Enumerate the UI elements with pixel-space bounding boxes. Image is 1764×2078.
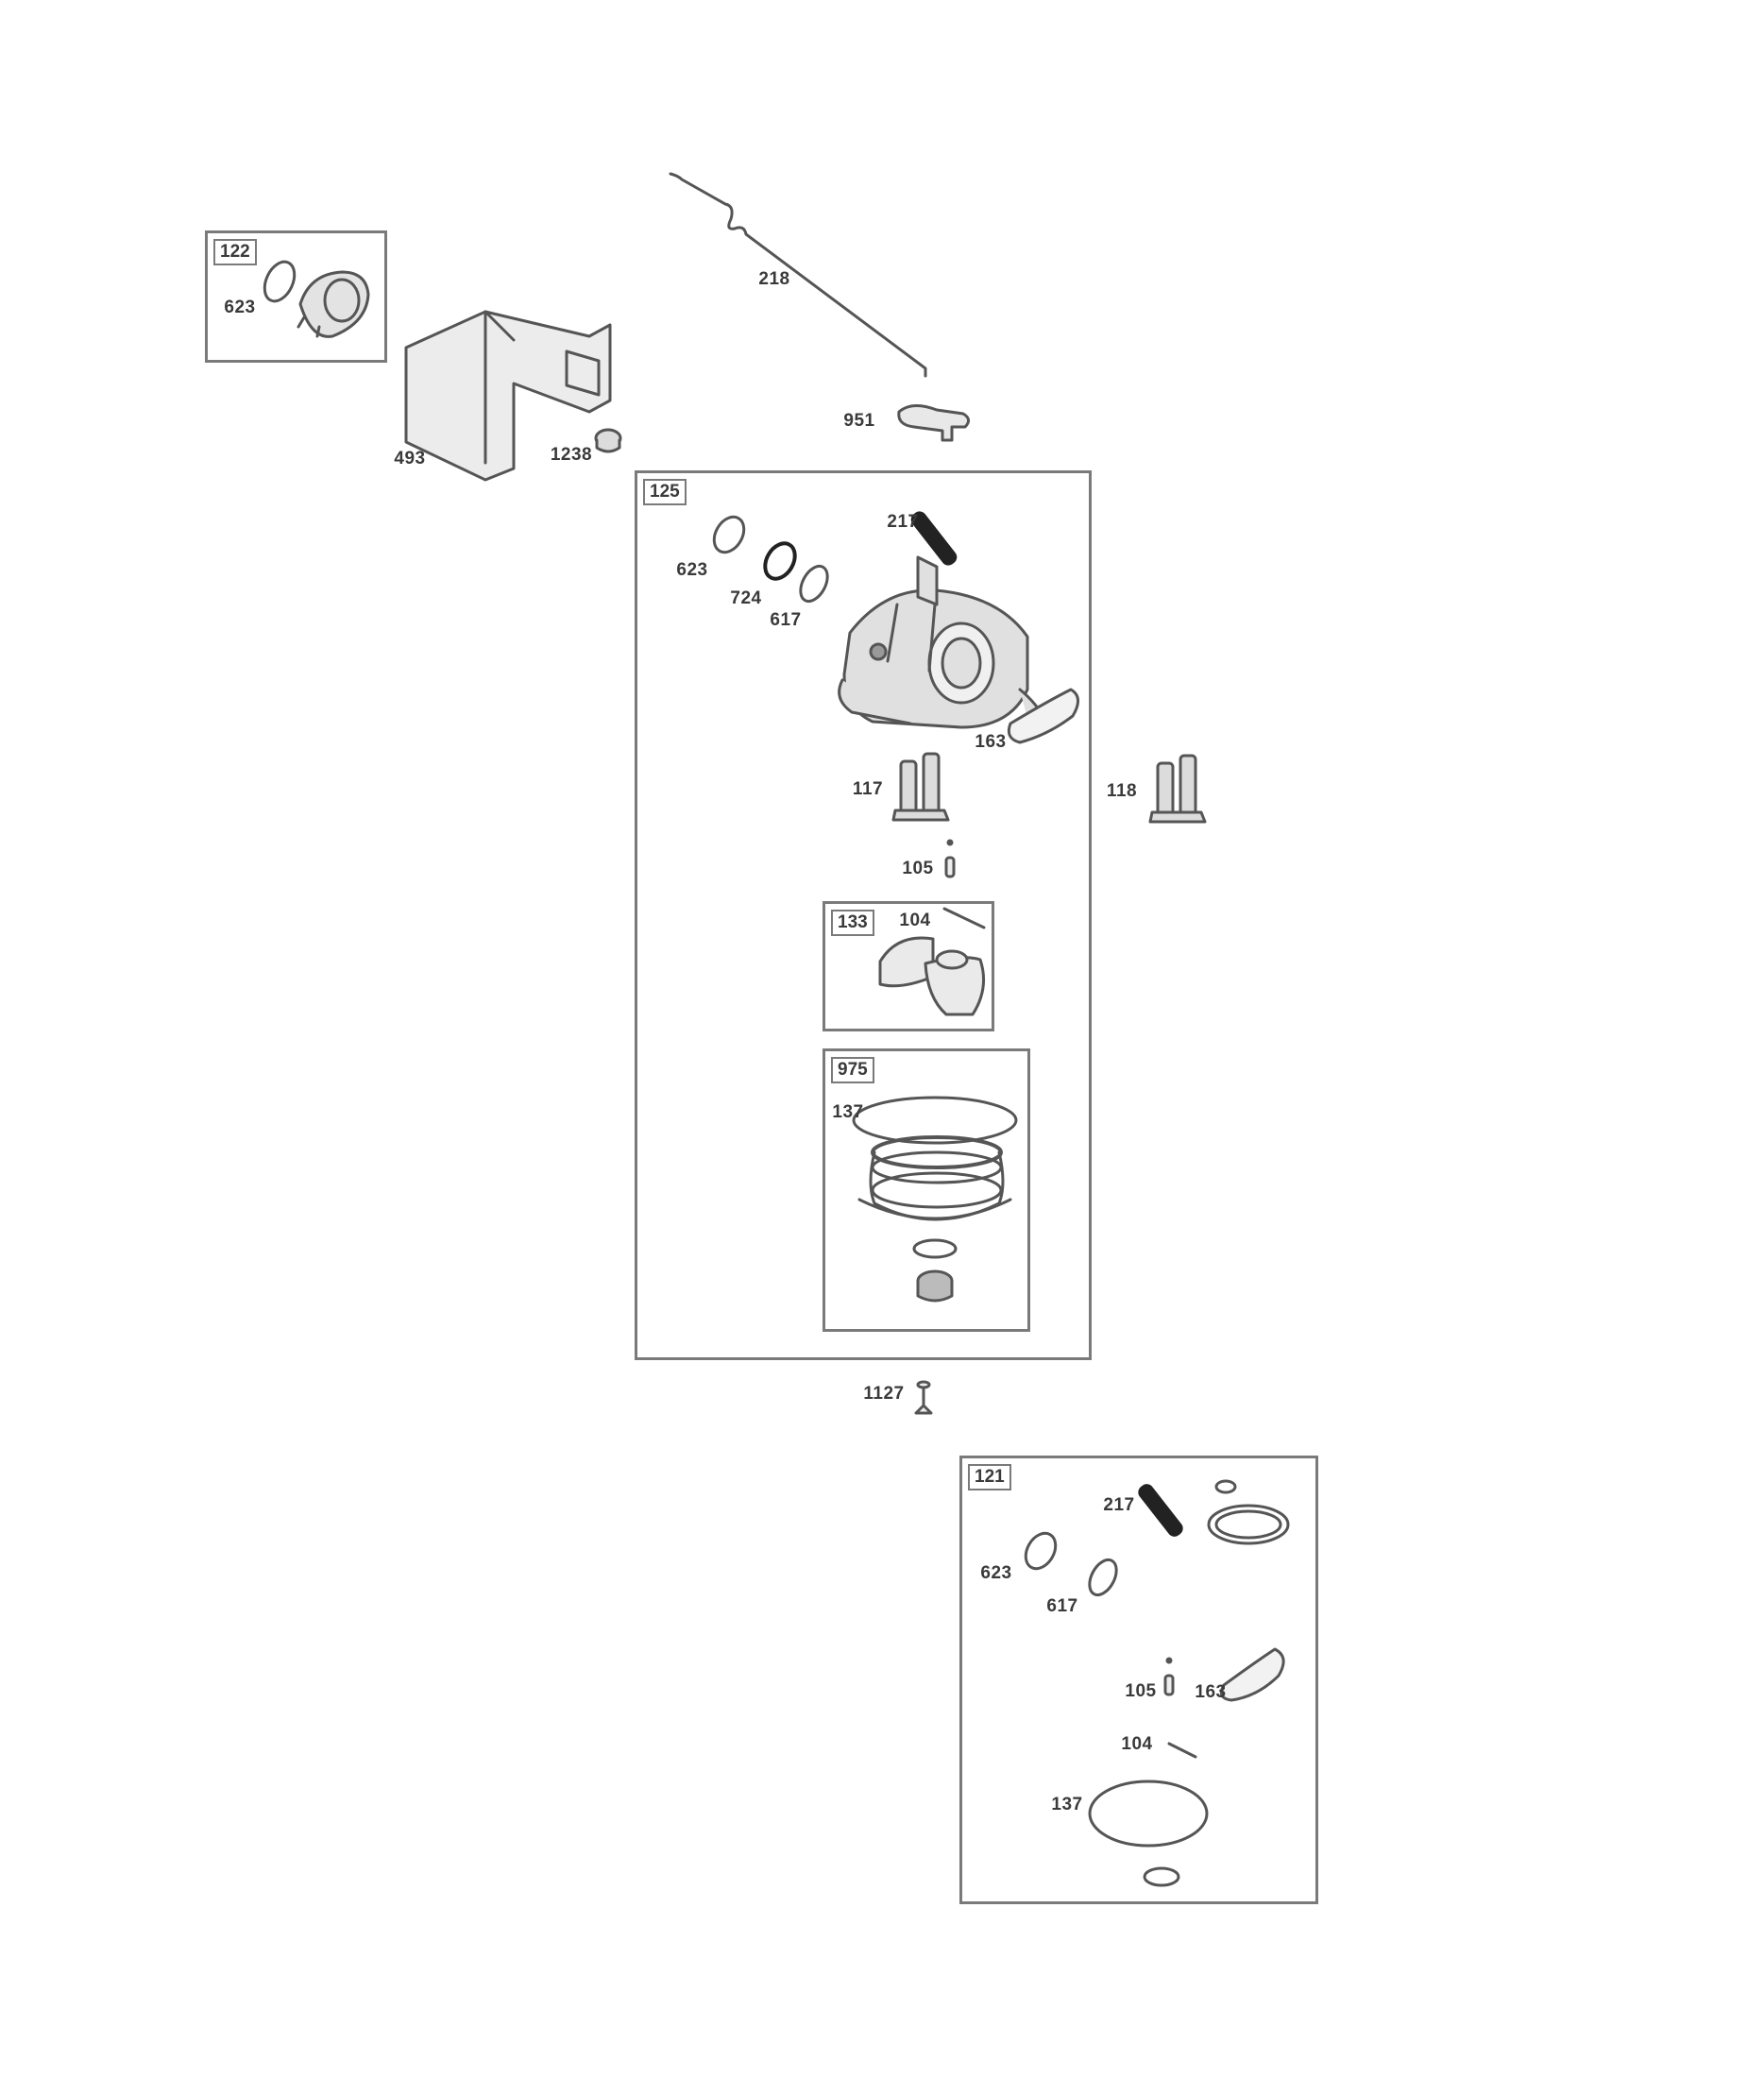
callout-951: 951 — [843, 411, 875, 431]
callout-163-kit121: 163 — [1195, 1682, 1227, 1702]
callout-623-kit125: 623 — [676, 560, 708, 580]
needle-part-105-kit125 — [944, 839, 956, 878]
nut-part-1238 — [594, 428, 622, 453]
kit-number-122: 122 — [213, 239, 257, 265]
bracket-part-493 — [404, 310, 612, 482]
callout-724: 724 — [730, 588, 762, 608]
screw-part-1127 — [914, 1380, 933, 1415]
bowl-gasket-small-part — [1143, 1866, 1180, 1887]
carburetor-body-part — [838, 555, 1050, 735]
o-ring-part-623-kit125 — [712, 515, 746, 554]
gasket-part-163-kit125 — [1007, 688, 1079, 744]
kit-number-125: 125 — [643, 479, 687, 505]
needle-part-105-kit121 — [1163, 1657, 1175, 1696]
callout-623-kit121: 623 — [980, 1563, 1012, 1583]
kit-box-121: 121 — [959, 1456, 1318, 1904]
callout-617-kit121: 617 — [1046, 1596, 1078, 1616]
o-ring-part-724 — [763, 541, 797, 581]
gasket-part-137-kit121 — [1088, 1780, 1209, 1848]
callout-218: 218 — [758, 269, 790, 289]
fuel-filter-part-217-kit121 — [1138, 1484, 1183, 1537]
bowl-nut-part — [916, 1269, 954, 1303]
callout-104-kit133: 104 — [899, 911, 931, 930]
kit-box-122: 122 — [205, 230, 387, 363]
pin-part-104-kit133 — [942, 907, 986, 929]
kit-box-133: 133 — [823, 901, 994, 1031]
callout-217-kit121: 217 — [1103, 1495, 1135, 1515]
callout-105-kit125: 105 — [902, 859, 934, 878]
float-part-133 — [878, 936, 986, 1016]
callout-623-kit122: 623 — [224, 298, 256, 317]
callout-163-kit125: 163 — [975, 732, 1007, 752]
fuel-bowl-float-part-118 — [1148, 754, 1207, 824]
o-ring-part-617-kit125 — [799, 564, 829, 604]
kit-number-121: 121 — [968, 1464, 1011, 1490]
kit-box-125: 125 — [635, 470, 1092, 1360]
gasket-set-part-kit121 — [1207, 1479, 1290, 1545]
callout-217-kit125: 217 — [887, 512, 919, 532]
callout-104-kit121: 104 — [1121, 1734, 1153, 1754]
o-ring-part-623-kit121 — [1024, 1531, 1058, 1571]
callout-137-kit121: 137 — [1051, 1795, 1083, 1814]
callout-1127: 1127 — [863, 1384, 905, 1404]
pin-part-104-kit121 — [1167, 1742, 1197, 1759]
callout-617-kit125: 617 — [770, 610, 802, 630]
callout-105-kit121: 105 — [1125, 1681, 1157, 1701]
kit-number-975: 975 — [831, 1057, 874, 1083]
callout-137-kit975: 137 — [832, 1102, 864, 1122]
fuel-filter-part-217 — [910, 511, 958, 566]
float-bowl-part-975 — [852, 1096, 1018, 1221]
governor-link-part-218 — [669, 172, 927, 378]
fuel-bowl-float-part-117 — [891, 752, 950, 822]
callout-1238: 1238 — [550, 445, 593, 465]
intake-elbow-part — [297, 270, 370, 338]
callout-118: 118 — [1106, 781, 1138, 801]
o-ring-part-617-kit121 — [1088, 1558, 1118, 1597]
gasket-part-137-kit975 — [912, 1238, 958, 1259]
gasket-part-163-kit121 — [1219, 1647, 1285, 1702]
kit-number-133: 133 — [831, 910, 874, 936]
o-ring-part-623-kit122 — [263, 260, 297, 303]
kit-box-975: 975 — [823, 1048, 1030, 1332]
choke-link-part-951 — [897, 404, 970, 442]
callout-117: 117 — [852, 779, 884, 799]
callout-493: 493 — [394, 449, 426, 468]
